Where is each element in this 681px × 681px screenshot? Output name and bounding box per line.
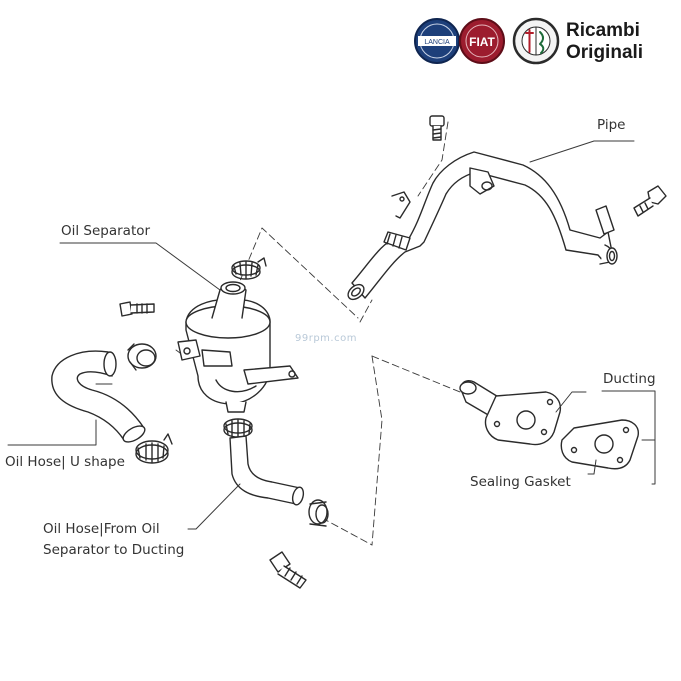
- label-ducting: Ducting: [603, 371, 656, 387]
- sealing-gasket-part: [560, 419, 639, 470]
- label-oil-hose-from-separator-line2: Separator to Ducting: [43, 542, 185, 558]
- pipe-part: [347, 151, 618, 301]
- fiat-logo: FIAT: [459, 18, 505, 64]
- oil-separator-part: [177, 281, 299, 413]
- brand-line-1: Ricambi: [566, 20, 640, 41]
- label-oil-hose-u-shape: Oil Hose| U shape: [5, 454, 125, 470]
- svg-text:FIAT: FIAT: [469, 35, 495, 49]
- clamp-lower-hose-right: [308, 499, 329, 527]
- ducting-part: [459, 380, 562, 446]
- svg-text:LANCIA: LANCIA: [424, 39, 450, 46]
- leader-lines: [7, 140, 656, 530]
- label-oil-hose-from-separator-line1: Oil Hose|From Oil: [43, 521, 160, 537]
- label-oil-separator: Oil Separator: [61, 223, 151, 239]
- clamp-separator-left: [127, 343, 157, 371]
- bolt-right: [633, 185, 667, 217]
- oil-hose-u-part: [51, 350, 146, 443]
- label-pipe: Pipe: [597, 117, 626, 133]
- label-sealing-gasket: Sealing Gasket: [470, 474, 571, 490]
- oil-hose-from-separator-part: [223, 418, 305, 506]
- dashed-guide-lines: [175, 121, 461, 546]
- brand-text: Ricambi Originali: [566, 20, 643, 64]
- clamp-separator-top: [231, 257, 267, 280]
- alfa-romeo-logo: [512, 17, 560, 65]
- brand-line-2: Originali: [566, 42, 644, 63]
- lancia-logo: LANCIA: [414, 18, 460, 64]
- clamp-u-hose-bottom: [135, 433, 173, 464]
- bolt-bottom: [269, 551, 307, 589]
- bolt-left: [119, 301, 155, 317]
- bolt-top: [429, 115, 445, 141]
- watermark: 99rpm.com: [295, 333, 357, 344]
